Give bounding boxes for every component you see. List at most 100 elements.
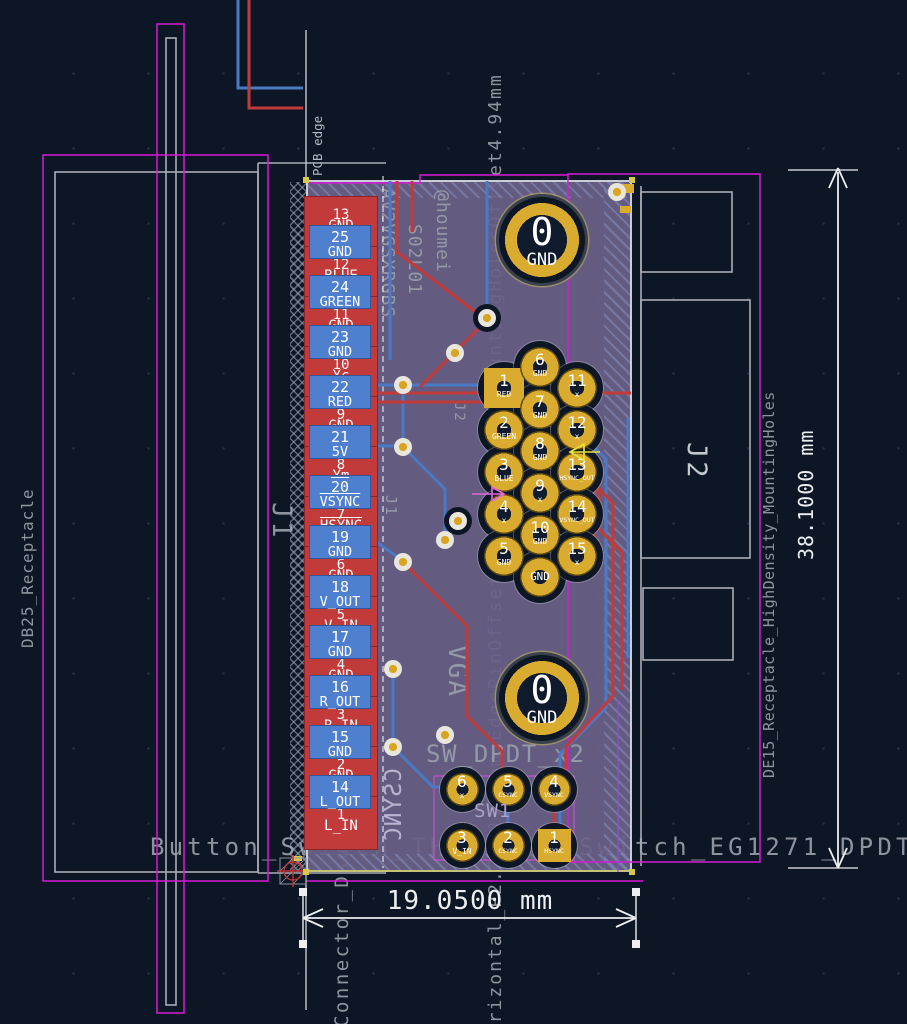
pad-net: L_OUT (319, 794, 361, 810)
pad-net: RED (496, 390, 512, 399)
board-author-text[interactable]: @houmei (432, 190, 453, 273)
board-subtitle-text[interactable]: S02L01 (404, 224, 425, 296)
pad-net: V_IN (452, 847, 472, 856)
switch-fab-name[interactable]: SW_DPDT_x2 (426, 740, 586, 768)
pad-number: 10 (332, 357, 350, 373)
pad-net: GND (532, 537, 548, 546)
pad-gold-round[interactable]: GND (520, 557, 560, 597)
via[interactable] (394, 438, 412, 456)
vertical-dimension[interactable] (788, 167, 858, 869)
pad-number: 6 (457, 772, 467, 791)
via[interactable] (478, 309, 496, 327)
via[interactable] (436, 726, 454, 744)
pad-net: GND (532, 453, 548, 462)
vertical-dimension-text[interactable]: 38.1000 mm (794, 429, 818, 560)
pad-number: 1 (499, 371, 509, 390)
pad-net: HSYNC (544, 847, 564, 855)
pad-number: 3 (499, 455, 509, 474)
via[interactable] (384, 660, 402, 678)
board-corner-anchors (303, 177, 635, 875)
pad-number: 2 (503, 828, 513, 847)
pad-net: GREEN (491, 432, 517, 441)
via[interactable] (394, 376, 412, 394)
pad-net: x (574, 432, 580, 441)
pad-number: 4 (336, 657, 346, 673)
board-title-text[interactable]: AV2VGSXRGBS (377, 188, 398, 319)
zone-hatch-right (604, 182, 630, 870)
pad-number: 3 (457, 828, 467, 847)
pad-number: 14 (567, 497, 587, 516)
pad-net: x (501, 516, 507, 525)
pad-number: 11 (332, 307, 350, 323)
via[interactable] (436, 531, 454, 549)
via[interactable] (608, 183, 626, 201)
pad-net: x (537, 495, 543, 504)
pad-number: 9 (535, 476, 545, 495)
pad-net: VSYNC (319, 494, 361, 510)
pad-net: HSYNC_OUT (559, 474, 595, 482)
horizontal-dimension-text[interactable]: 19.0500 mm (386, 886, 554, 916)
pad-net: RED (327, 394, 353, 410)
pad-number: 19 (330, 528, 350, 546)
pad-net: GND (327, 544, 353, 560)
pad-net: x (574, 390, 580, 399)
hole-net: GND (526, 708, 558, 728)
pad-number: 12 (332, 257, 350, 273)
horizontal-dimension[interactable] (299, 888, 640, 948)
via[interactable] (384, 738, 402, 756)
pad-number: 3 (336, 707, 346, 723)
pad-net: GND (327, 244, 353, 260)
j1-reference-small[interactable]: J1 (382, 495, 400, 518)
sw1-reference[interactable]: SW1 (474, 800, 512, 822)
via[interactable] (446, 344, 464, 362)
pad-number: 4 (549, 772, 559, 791)
via[interactable] (394, 553, 412, 571)
pad-number: 20 (330, 478, 350, 496)
pad-net: GND (327, 344, 353, 360)
via[interactable] (449, 512, 467, 530)
pad-net: x (459, 791, 465, 800)
pad-number: 16 (330, 678, 350, 696)
pad-number: 7 (336, 507, 346, 523)
pad-net: GND (327, 744, 353, 760)
pad-number: 25 (330, 228, 350, 246)
j2-reference-small[interactable]: J2 (451, 402, 467, 423)
pad-net: GND (327, 644, 353, 660)
j2-reference-large[interactable]: J2 (681, 442, 712, 481)
